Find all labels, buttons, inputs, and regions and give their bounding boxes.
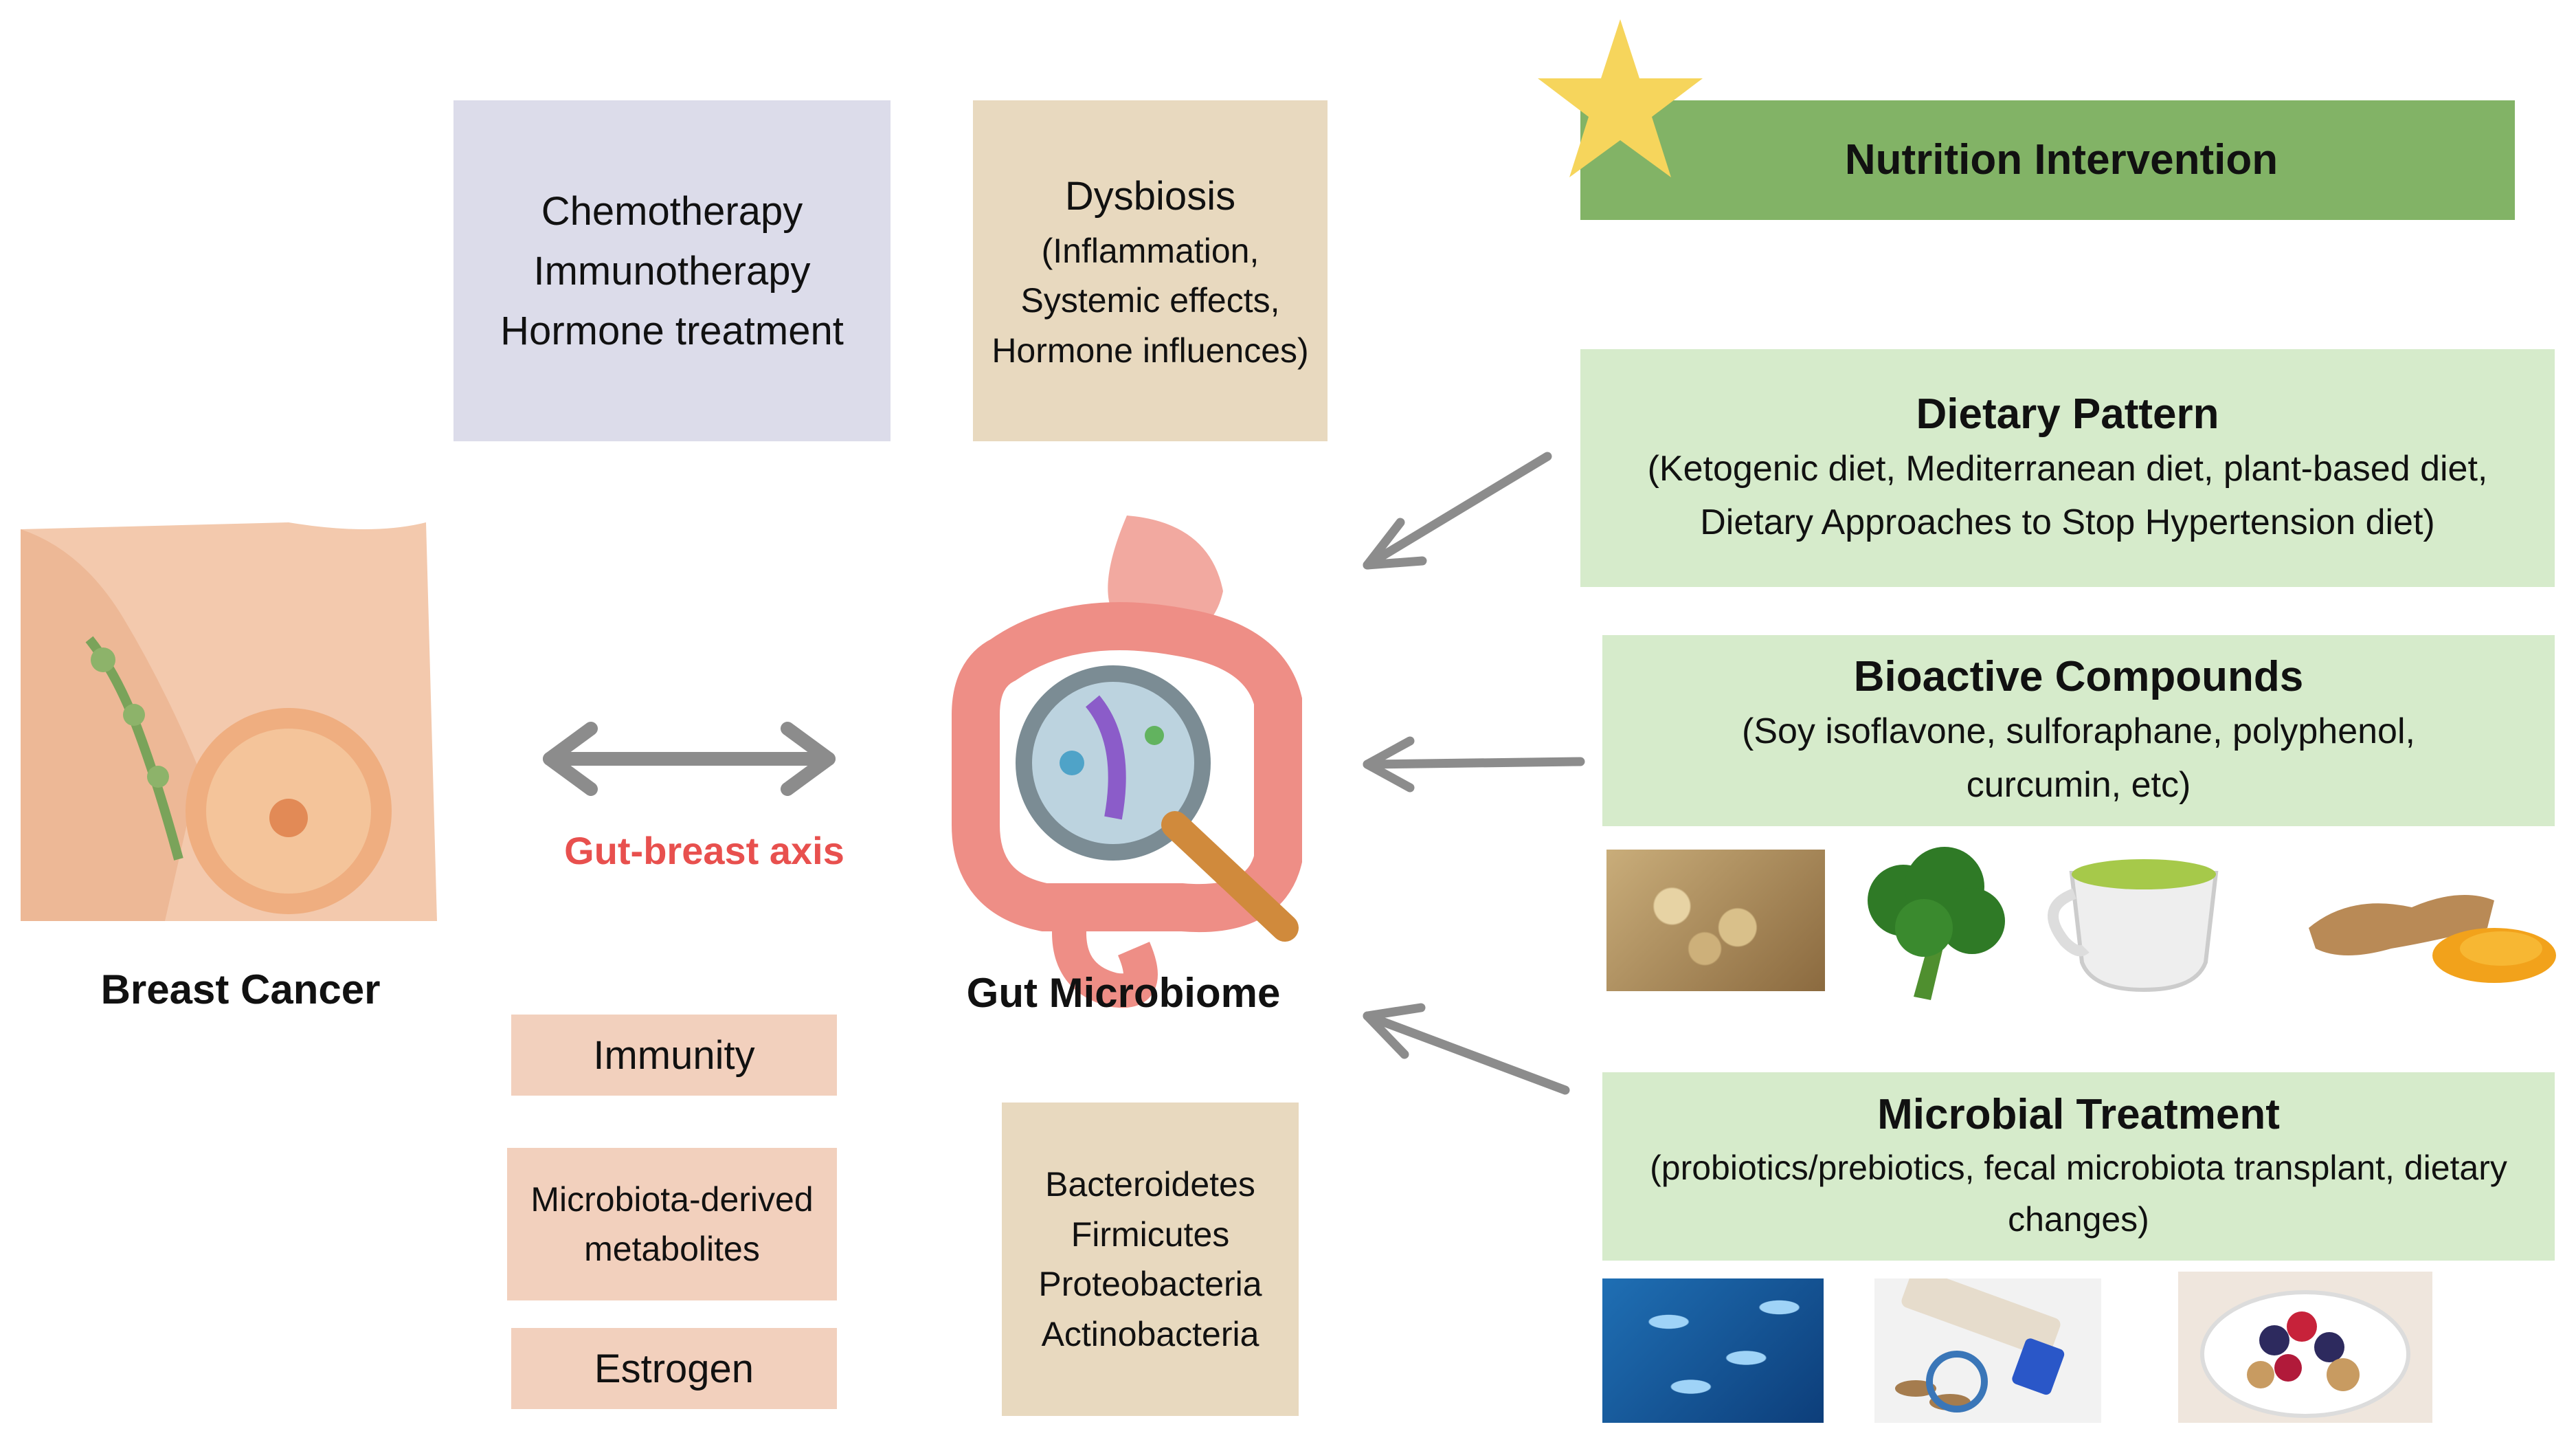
dysbiosis-box: Dysbiosis (Inflammation, Systemic effect…: [973, 100, 1328, 441]
breast-cancer-label: Breast Cancer: [100, 966, 381, 1012]
soybean-photo: [1606, 850, 1825, 991]
dietary-pattern-box: Dietary Pattern (Ketogenic diet, Mediter…: [1580, 349, 2555, 587]
arrow-icon: [1363, 452, 1552, 570]
dysbiosis-line: (Inflammation,: [1041, 231, 1259, 270]
phylum-item: Firmicutes: [1071, 1215, 1230, 1254]
breast-anatomy-illustration: [21, 522, 437, 921]
bioactive-compounds-line: (Soy isoflavone, sulforaphane, polypheno…: [1742, 711, 2415, 752]
intestine-magnifier-illustration: [952, 516, 1302, 1008]
therapy-line: Immunotherapy: [533, 248, 811, 293]
therapy-line: Chemotherapy: [541, 188, 803, 234]
broccoli-illustration: [1868, 847, 2005, 1000]
fecal-transplant-photo: [1874, 1278, 2101, 1423]
immunity-box: Immunity: [511, 1015, 837, 1096]
therapy-line: Hormone treatment: [500, 308, 844, 353]
dysbiosis-line: Systemic effects,: [1020, 281, 1280, 320]
phylum-item: Bacteroidetes: [1045, 1165, 1255, 1204]
yogurt-berries-photo: [2178, 1272, 2432, 1423]
gut-breast-axis-label: Gut-breast axis: [564, 829, 844, 872]
immunity-text: Immunity: [593, 1032, 755, 1078]
microbial-treatment-box: Microbial Treatment (probiotics/prebioti…: [1602, 1072, 2555, 1261]
metabolites-line: Microbiota-derived: [530, 1179, 814, 1219]
gut-microbiome-label: Gut Microbiome: [966, 970, 1281, 1016]
metabolites-box: Microbiota-derived metabolites: [507, 1148, 837, 1300]
dysbiosis-line: Hormone influences): [992, 331, 1309, 370]
arrow-icon: [1363, 1003, 1570, 1095]
metabolites-line: metabolites: [584, 1230, 760, 1268]
bioactive-compounds-box: Bioactive Compounds (Soy isoflavone, sul…: [1602, 635, 2555, 826]
dysbiosis-title: Dysbiosis: [1064, 173, 1236, 219]
nutrition-intervention-title: Nutrition Intervention: [1844, 135, 2278, 184]
estrogen-text: Estrogen: [594, 1346, 754, 1391]
phylum-item: Actinobacteria: [1041, 1314, 1259, 1353]
therapy-box: Chemotherapy Immunotherapy Hormone treat…: [453, 100, 891, 441]
dietary-pattern-title: Dietary Pattern: [1916, 390, 2219, 438]
microbial-treatment-line: changes): [2008, 1200, 2149, 1239]
dietary-pattern-line: (Ketogenic diet, Mediterranean diet, pla…: [1647, 449, 2488, 489]
bioactive-compounds-line: curcumin, etc): [1966, 765, 2191, 806]
estrogen-box: Estrogen: [511, 1328, 837, 1409]
microbial-treatment-title: Microbial Treatment: [1877, 1090, 2280, 1138]
green-tea-illustration: [2048, 859, 2219, 993]
dietary-pattern-line: Dietary Approaches to Stop Hypertension …: [1700, 502, 2435, 543]
arrow-icon: [1363, 736, 1585, 793]
double-arrow-icon: [543, 722, 836, 796]
bioactive-compounds-title: Bioactive Compounds: [1853, 652, 2304, 700]
star-icon: [1538, 19, 1703, 177]
phyla-box: Bacteroidetes Firmicutes Proteobacteria …: [1002, 1103, 1299, 1416]
nutrition-intervention-bar: Nutrition Intervention: [1580, 100, 2515, 220]
turmeric-photo: [2309, 895, 2556, 983]
phylum-item: Proteobacteria: [1038, 1265, 1262, 1303]
bacteria-photo: [1602, 1278, 1824, 1423]
microbial-treatment-line: (probiotics/prebiotics, fecal microbiota…: [1650, 1149, 2507, 1188]
